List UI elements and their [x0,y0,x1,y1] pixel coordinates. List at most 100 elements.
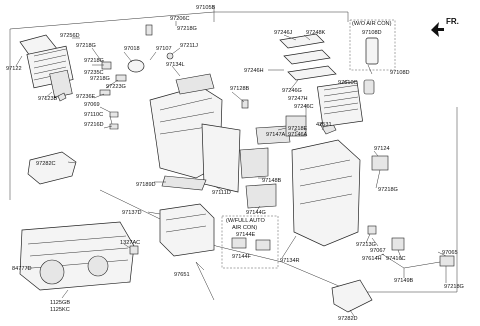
label-97247H: 97247H [288,96,308,102]
cabin-filter-part [317,81,363,127]
label-97218G-f: 97218G [444,284,464,290]
leader-lines [15,5,447,317]
front-direction-indicator: FR. [431,17,459,37]
label-97069: 97069 [84,102,100,108]
right-side-parts [317,79,455,313]
label-42531: 42531 [316,122,332,128]
full-assembly-part [19,221,135,291]
actuator-c-part [391,237,405,251]
seal-strip-part [161,175,207,191]
label-97148B: 97148B [262,178,282,184]
label-97211J: 97211J [180,43,198,49]
label-97018: 97018 [124,46,140,52]
label-97105B: 97105B [196,5,216,11]
label-97256D: 97256D [60,33,80,39]
label-97147A: 97147A [266,132,286,138]
label-97246J: 97246J [274,30,293,36]
label-1327AC: 1327AC [120,240,140,246]
label-97282C: 97282C [36,161,56,167]
label-97236E: 97236E [76,94,96,100]
label-97065: 97065 [442,250,458,256]
frame-part-3 [287,65,337,81]
lever-part-2 [99,89,111,96]
bolt-part [166,52,174,60]
label-97134L: 97134L [166,62,185,68]
part-labels: 97105B 97206C 97122 97256D 97218G 97218G… [6,5,464,322]
lower-case-group [159,125,291,257]
label-97223G: 97223G [106,84,126,90]
seal-part [27,151,77,185]
actuator-group [99,24,174,130]
label-97149B: 97149B [394,278,414,284]
label-1125KC: 1125KC [50,307,70,313]
hvac-case-left [149,73,241,193]
label-97651: 97651 [174,272,190,278]
label-97134R: 97134R [280,258,300,264]
actuator-b-part [255,239,271,251]
blower-motor-part [87,255,109,277]
label-97218G-d: 97218G [90,76,110,82]
heater-core-group [19,34,74,102]
label-97246G: 97246G [282,88,302,94]
frame-part-2 [283,49,331,65]
full-auto-label-2: AIR CON) [232,225,257,231]
label-97416C: 97416C [386,256,406,262]
clip-part-1 [109,111,119,118]
label-97218G-b: 97218G [84,58,104,64]
actuator-link-part [101,61,112,70]
label-97137D: 97137D [122,210,142,216]
filter-plate-part [239,147,269,179]
fr-label: FR. [446,17,459,26]
resistor-part [371,155,389,171]
top-center-parts [241,33,337,137]
case-center-part [201,123,241,193]
label-97246H: 97246H [244,68,264,74]
label-97218G-a: 97218G [76,43,96,49]
clip-part-4 [367,225,377,235]
label-97213G: 97213G [356,242,376,248]
label-1125GB: 1125GB [50,300,70,306]
label-97282D: 97282D [338,316,358,322]
label-97122: 97122 [6,66,22,72]
door-part [255,125,291,145]
label-97235C: 97235C [84,70,104,76]
label-97206C: 97206C [170,16,190,22]
label-97610C: 97610C [338,80,358,86]
case-duct-part [175,73,215,95]
actuator-motor-part [127,59,145,73]
case-right-part [291,139,361,247]
actuator-a-part [231,237,247,249]
label-97107: 97107 [156,46,172,52]
filter-plate-part-2 [245,183,277,209]
without-air-con-box: (W/O AIR CON) 97108D [349,19,396,71]
label-97189D: 97189D [136,182,156,188]
assembly-view [19,151,215,301]
label-97128B: 97128B [230,86,250,92]
label-97246C: 97246C [294,104,314,110]
clip-part-5 [129,245,139,255]
label-97144E: 97144E [236,232,256,238]
frame-part-1 [279,33,325,49]
label-97144F: 97144F [232,254,252,260]
label-97146A: 97146A [288,132,308,138]
label-97218G-e: 97218G [378,187,398,193]
assembly-boundary [9,11,458,293]
clip-part-3 [241,99,249,109]
full-auto-air-con-box: (W/FULL AUTO AIR CON) [221,215,279,269]
label-97216D: 97216D [84,122,104,128]
label-97124: 97124 [374,146,390,152]
label-97218E: 97218E [288,126,308,132]
full-auto-label-1: (W/FULL AUTO [226,218,265,224]
heater-part [285,115,307,137]
label-97108D-a: 97108D [362,30,382,36]
small-clip-part [57,92,67,102]
label-97144G: 97144G [246,210,266,216]
blower-wheel-part [39,259,65,285]
label-97067: 97067 [370,248,386,254]
label-97108D-b: 97108D [390,70,410,76]
label-97614H: 97614H [362,256,382,262]
label-97123B: 97123B [38,96,58,102]
label-84777D: 84777D [12,266,32,272]
wo-air-con-label: (W/O AIR CON) [352,21,392,27]
blower-filter-cover-part [365,37,379,65]
